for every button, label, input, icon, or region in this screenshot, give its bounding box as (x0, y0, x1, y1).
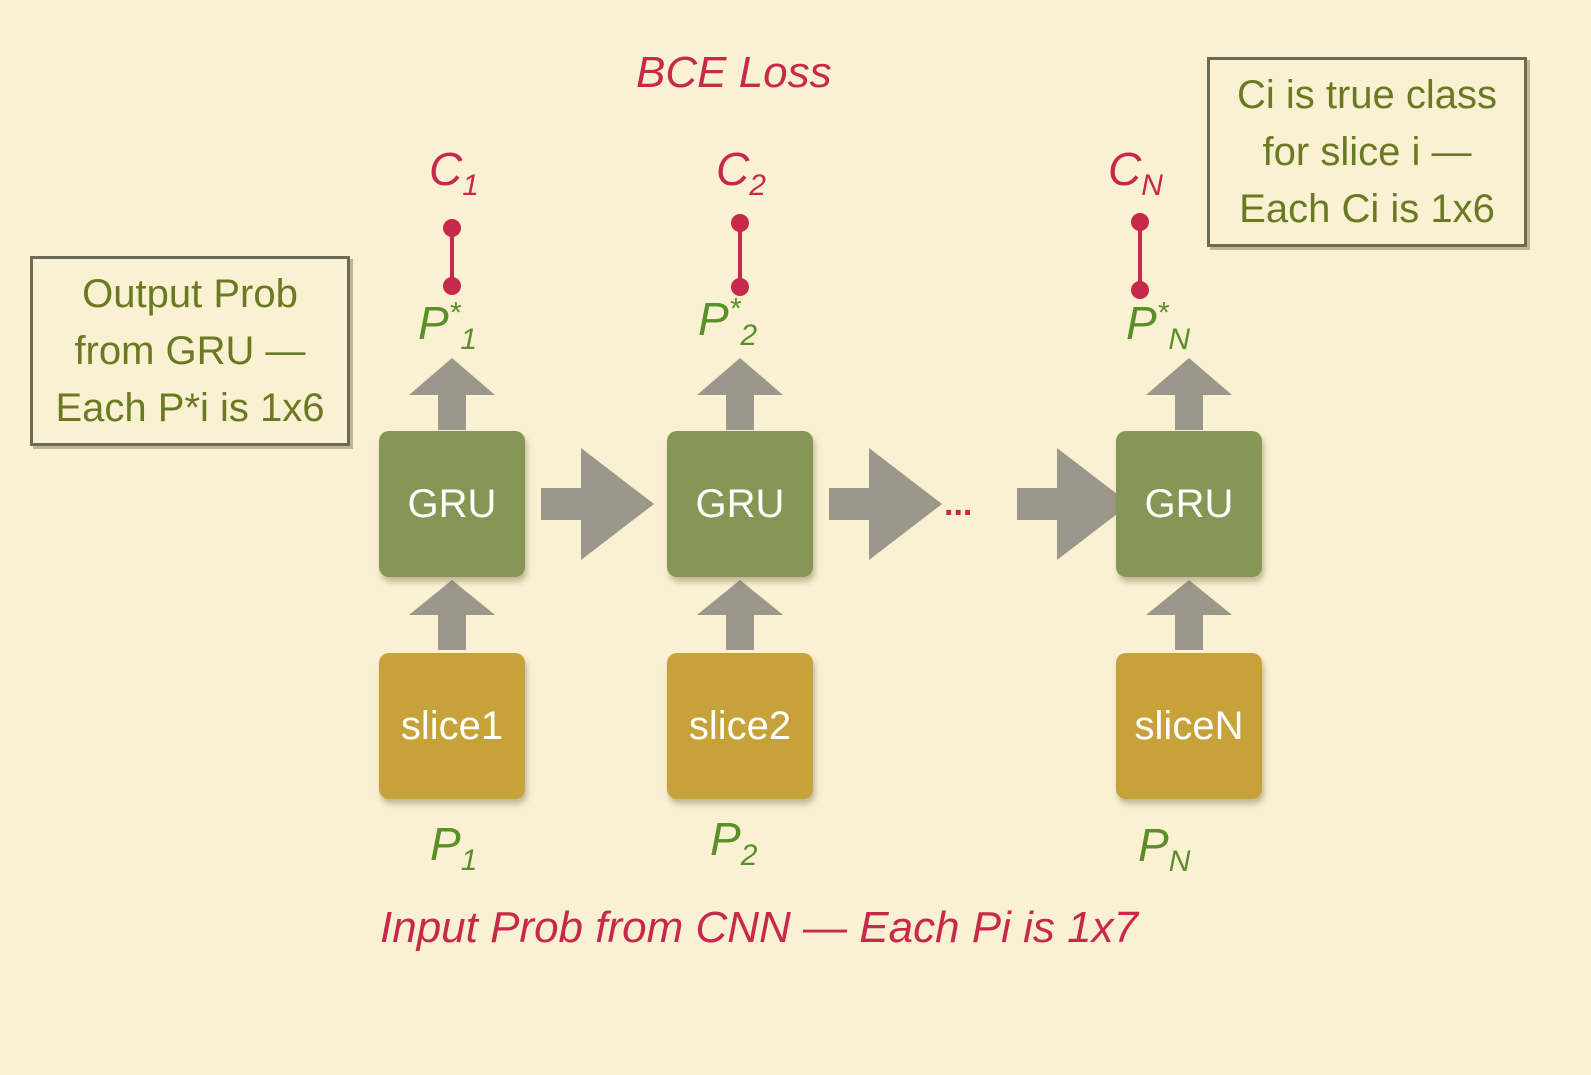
input-prob-label-1: P1 (430, 818, 478, 878)
gru-node-N: GRU (1116, 431, 1262, 577)
up-arrow-gru2-out (697, 358, 783, 430)
gru-node-2: GRU (667, 431, 813, 577)
up-arrow-gruN-out (1146, 358, 1232, 430)
class-label-N: CN (1108, 143, 1163, 203)
loss-connector-N (1131, 213, 1149, 299)
class-label-2: C2 (716, 143, 766, 203)
loss-connector-1 (443, 219, 461, 295)
right-arrow-gru2-ellipsis (829, 448, 942, 560)
note-line: Each P*i is 1x6 (55, 385, 325, 430)
slice-node-2: slice2 (667, 653, 813, 799)
up-arrow-gru1-out (409, 358, 495, 430)
true-class-note: Ci is true class for slice i — Each Ci i… (1207, 57, 1527, 247)
slice-node-N: sliceN (1116, 653, 1262, 799)
input-prob-label-N: PN (1138, 819, 1191, 879)
up-arrow-slice1-gru (409, 580, 495, 650)
note-line: Each Ci is 1x6 (1239, 186, 1495, 231)
input-prob-label-2: P2 (710, 813, 758, 873)
note-line: for slice i — (1262, 129, 1472, 174)
output-prob-label-2: P*2 (698, 292, 758, 353)
output-prob-label-1: P*1 (418, 296, 478, 357)
output-prob-label-N: P*N (1126, 296, 1191, 357)
ellipsis: ... (944, 485, 973, 523)
right-arrow-gru1-gru2 (541, 448, 654, 560)
slice-node-1: slice1 (379, 653, 525, 799)
note-line: Ci is true class (1236, 72, 1498, 117)
class-label-1: C1 (429, 143, 479, 203)
note-line: from GRU — (74, 328, 306, 373)
up-arrow-slice2-gru (697, 580, 783, 650)
loss-connector-2 (731, 214, 749, 296)
gru-node-1: GRU (379, 431, 525, 577)
loss-title: BCE Loss (636, 48, 832, 97)
right-arrow-ellipsis-gruN (1017, 448, 1130, 560)
output-prob-note: Output Prob from GRU — Each P*i is 1x6 (30, 256, 350, 446)
note-line: Output Prob (82, 271, 298, 316)
input-caption: Input Prob from CNN — Each Pi is 1x7 (380, 903, 1139, 952)
up-arrow-sliceN-gru (1146, 580, 1232, 650)
